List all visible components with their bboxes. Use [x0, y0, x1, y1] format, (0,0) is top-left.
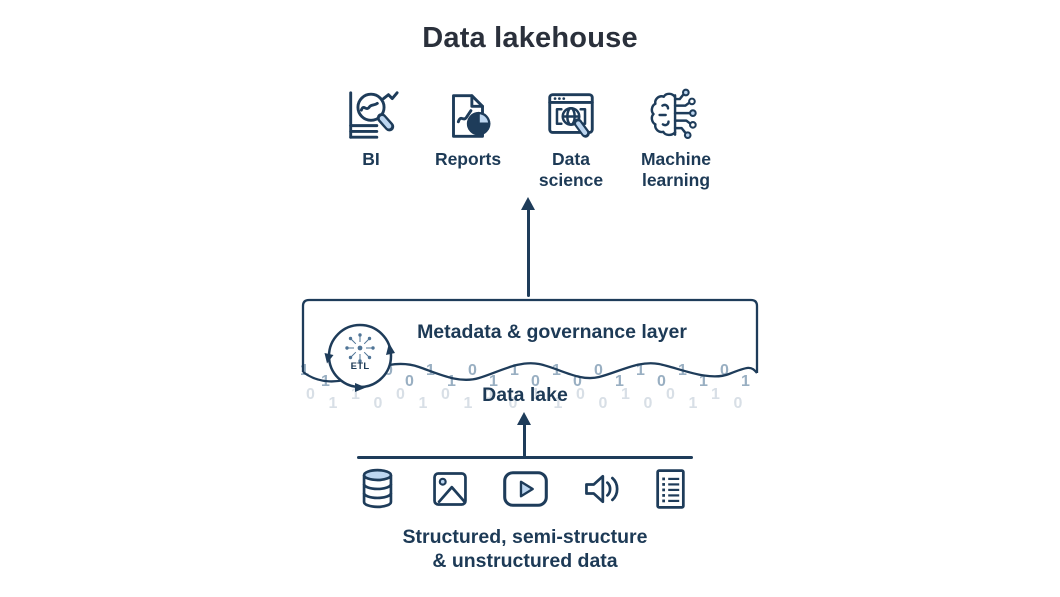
up-arrow-bottom-line	[523, 424, 526, 457]
binary-digit: 0	[306, 386, 315, 403]
binary-digit: 0	[441, 386, 450, 403]
output-label-data-science: Data science	[538, 149, 604, 190]
binary-digit: 1	[328, 395, 338, 412]
sources-caption: Structured, semi-structure & unstructure…	[330, 526, 720, 574]
governance-box-outline	[301, 298, 759, 373]
binary-digit: 0	[598, 395, 608, 412]
binary-digit: 0	[508, 395, 518, 412]
governance-layer-label: Metadata & governance layer	[417, 321, 687, 343]
data-science-browser-icon	[542, 84, 600, 144]
video-icon	[502, 470, 549, 513]
sources-connector-line	[357, 456, 693, 459]
binary-digit: 0	[396, 386, 405, 403]
binary-digit: 0	[720, 362, 729, 379]
data-lake-label: Data lake	[482, 384, 568, 406]
binary-digit: 1	[553, 395, 563, 412]
etl-cycle-icon	[324, 323, 395, 392]
binary-digit: 1	[463, 395, 473, 412]
output-item-bi: BI	[331, 84, 411, 170]
binary-digit: 1	[699, 373, 708, 390]
binary-digit: 1	[636, 362, 645, 379]
up-arrow-top-head	[521, 197, 535, 210]
binary-digit: 1	[510, 362, 519, 379]
binary-digit: 1	[351, 386, 360, 403]
binary-digit: 0	[468, 362, 477, 379]
binary-digit: 0	[573, 373, 582, 390]
binary-digit: 1	[531, 386, 540, 403]
binary-digit: 0	[666, 386, 675, 403]
output-label-bi: BI	[362, 149, 380, 169]
image-icon	[430, 469, 470, 514]
binary-digit: 0	[657, 373, 666, 390]
page-title: Data lakehouse	[422, 22, 638, 54]
binary-digit: 1	[489, 373, 498, 390]
binary-digit: 0	[373, 395, 383, 412]
output-item-data-science: Data science	[529, 84, 613, 190]
binary-digit: 1	[741, 373, 750, 390]
sources-caption-line1: Structured, semi-structure	[402, 526, 648, 548]
machine-learning-brain-icon	[646, 84, 706, 144]
etl-chip-glyph	[345, 333, 375, 363]
binary-digit: 1	[486, 386, 495, 403]
report-document-icon	[439, 84, 497, 144]
up-arrow-top-line	[527, 209, 530, 297]
up-arrow-bottom-head	[517, 412, 531, 425]
output-item-machine-learning: Machine learning	[626, 84, 726, 190]
binary-digit: 1	[615, 373, 624, 390]
binary-digit: 1	[300, 362, 309, 379]
metadata-governance-box	[301, 298, 759, 392]
output-label-reports: Reports	[434, 149, 502, 169]
bi-chart-magnifier-icon	[342, 84, 400, 144]
binary-digit: 0	[576, 386, 585, 403]
binary-digit: 0	[733, 395, 743, 412]
binary-digit: 0	[643, 395, 653, 412]
binary-digit: 1	[621, 386, 630, 403]
sources-caption-line2: & unstructured data	[432, 549, 618, 572]
binary-digit: 0	[594, 362, 603, 379]
output-label-machine-learning: Machine learning	[640, 149, 712, 190]
output-item-reports: Reports	[418, 84, 518, 170]
database-icon	[356, 466, 399, 516]
binary-digit: 0	[531, 373, 540, 390]
binary-digit: 1	[711, 386, 720, 403]
sources-icons-row	[356, 466, 688, 516]
binary-digit: 1	[688, 395, 698, 412]
binary-digit: 1	[447, 373, 456, 390]
binary-digit: 0	[405, 373, 414, 390]
binary-digit: 1	[418, 395, 428, 412]
audio-icon	[580, 469, 622, 514]
etl-label: ETL	[350, 360, 370, 372]
document-list-icon	[653, 467, 688, 516]
